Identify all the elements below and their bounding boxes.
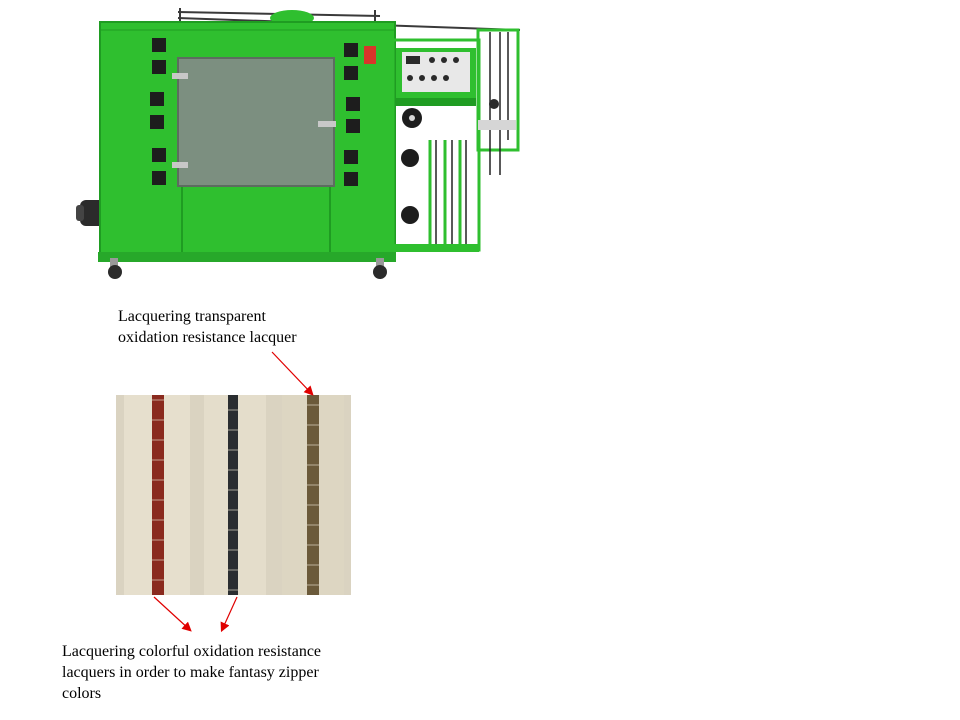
zipper-teeth-2 (228, 395, 238, 595)
take-up-frame (476, 28, 520, 175)
zipper-tape-2 (204, 395, 266, 595)
wheels (108, 258, 387, 279)
caption-colorful-lacquer: Lacquering colorful oxidation resistance… (62, 643, 322, 702)
oven-base (98, 252, 396, 262)
knobs-left (150, 38, 166, 185)
door-hinges (172, 73, 336, 168)
warning-label (364, 46, 376, 64)
control-section (391, 38, 481, 252)
arrow-to-transparent-zipper (271, 351, 314, 396)
knobs-right (344, 43, 360, 186)
arrow-to-black-zipper (220, 596, 238, 633)
arrow-to-red-zipper (153, 596, 192, 632)
zipper-tape-1 (124, 395, 190, 595)
caption-transparent-lacquer: Lacquering transparent oxidation resista… (118, 308, 297, 346)
zipper-teeth-1 (152, 395, 164, 595)
